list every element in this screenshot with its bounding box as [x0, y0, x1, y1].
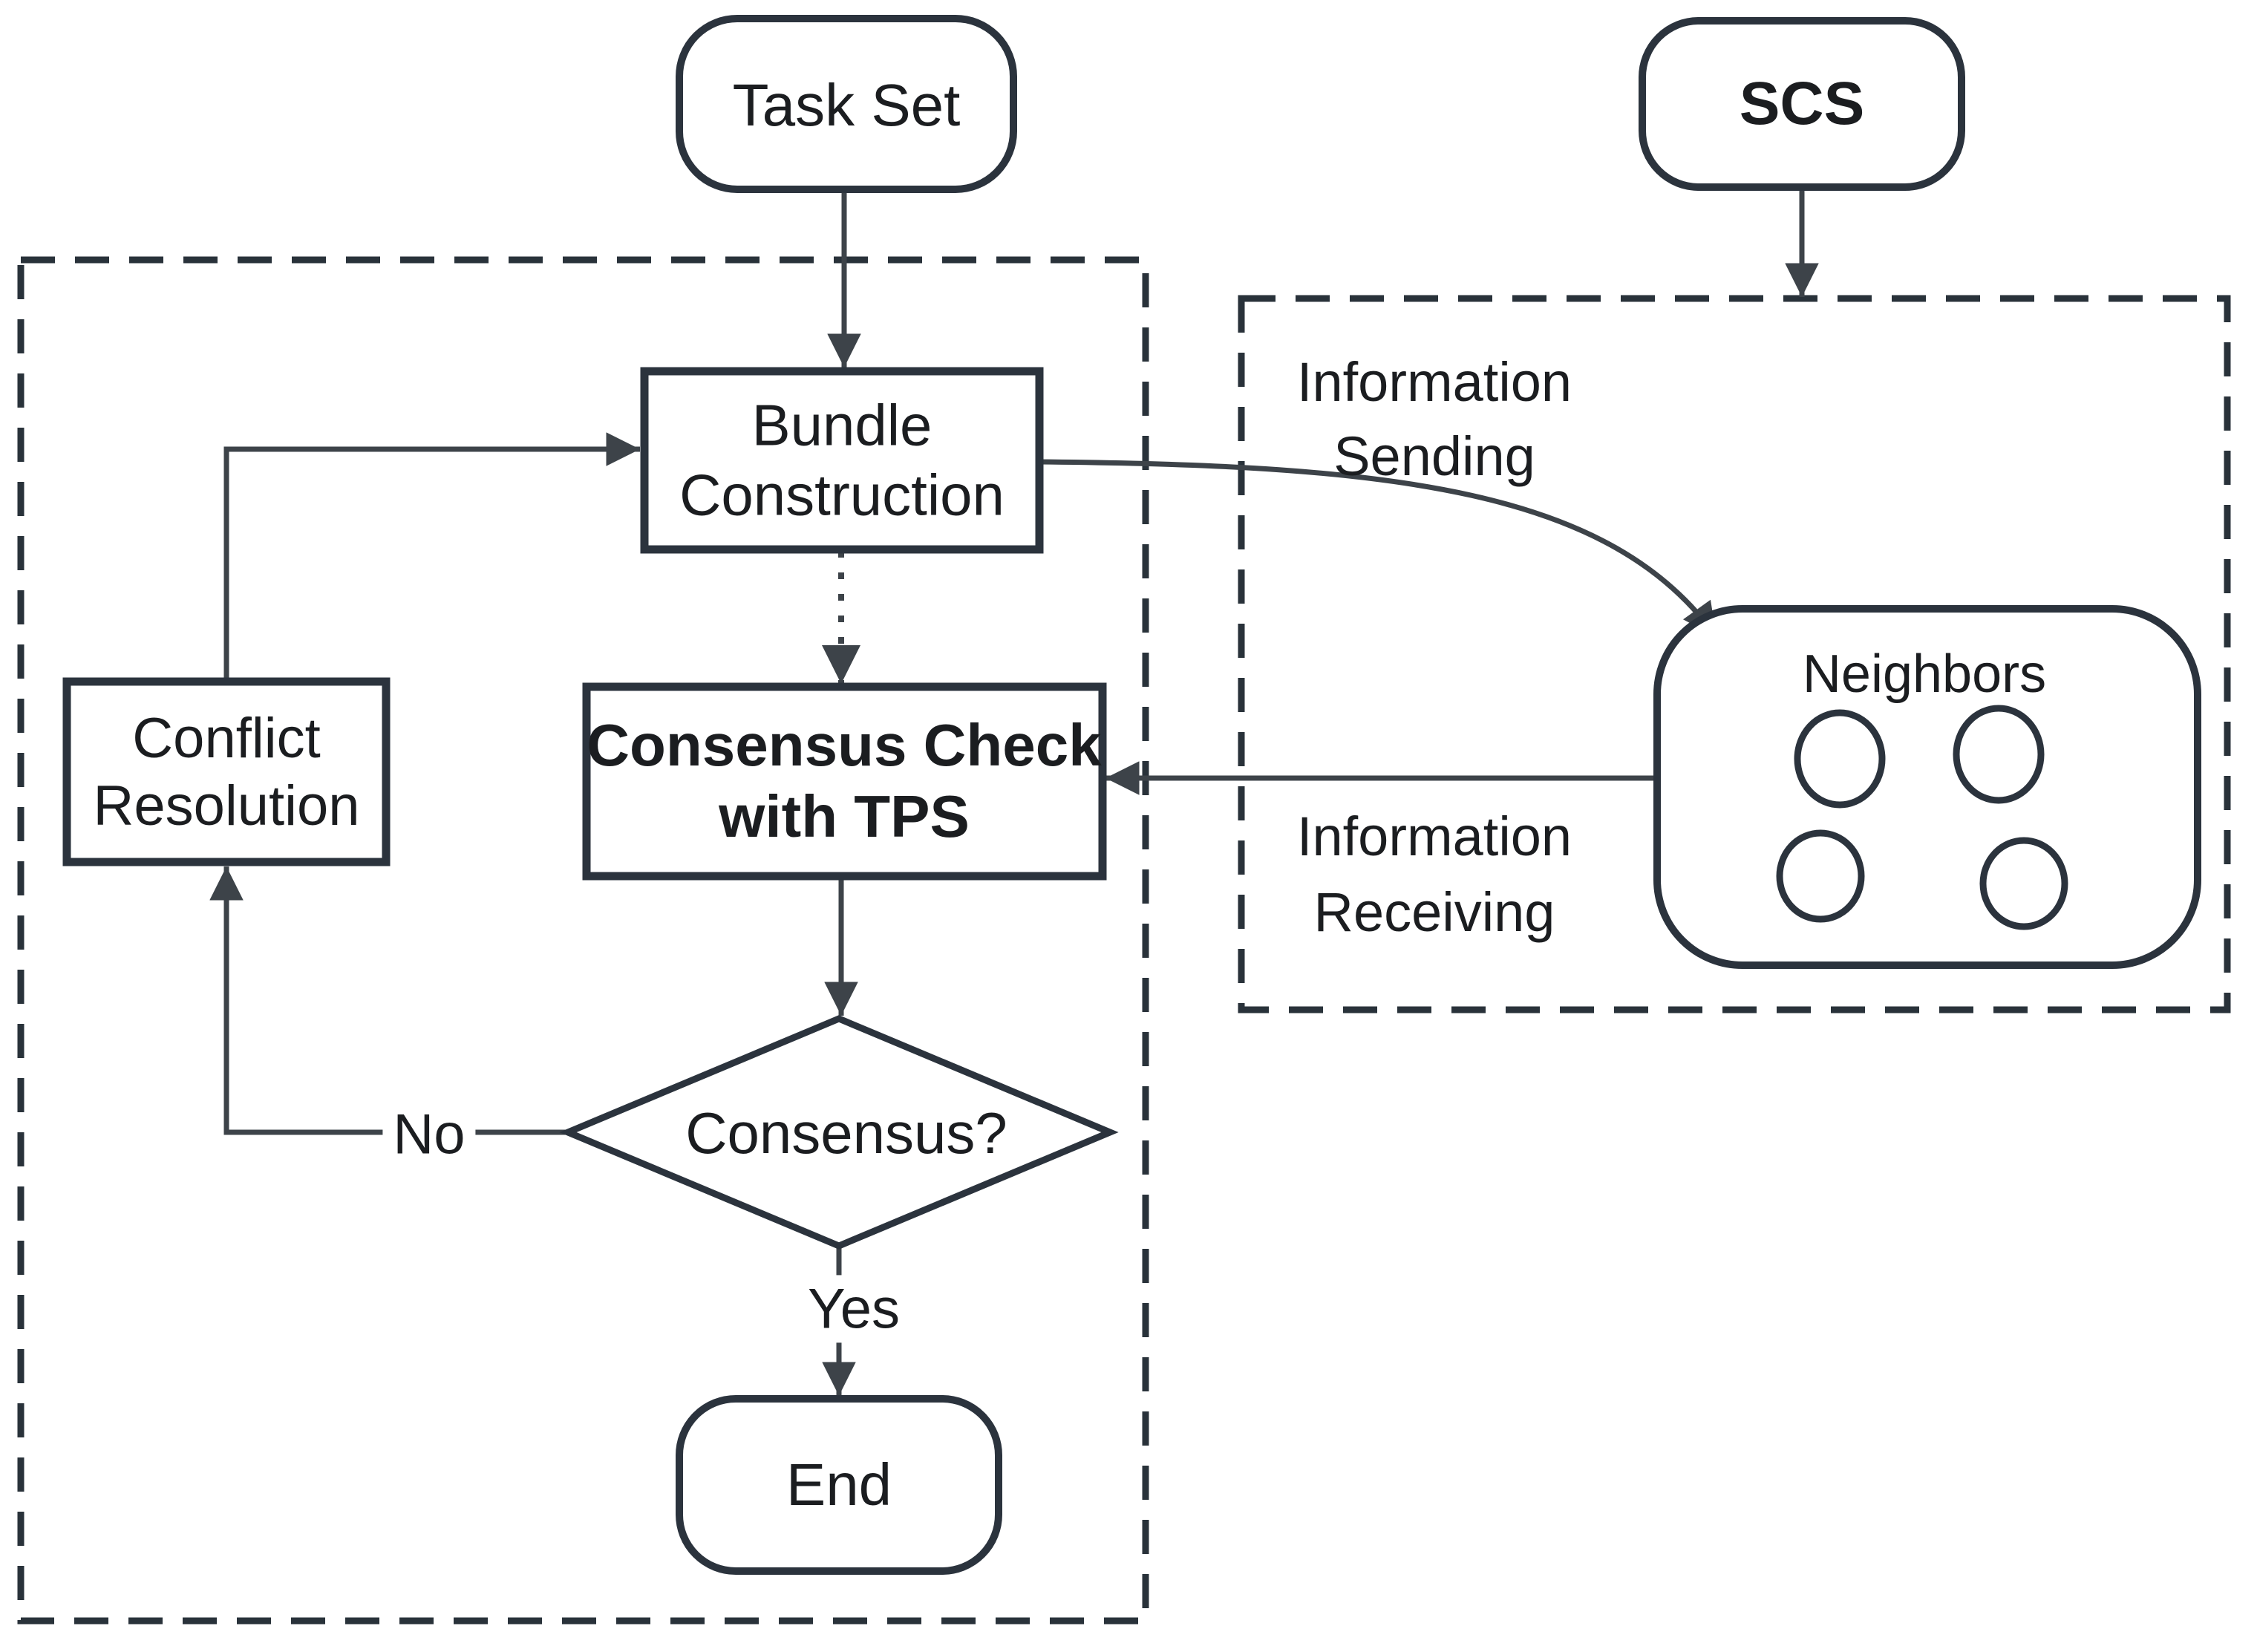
bundle-construction-label: Bundle Construction — [679, 392, 1005, 527]
end-node — [676, 1395, 1002, 1575]
neighbors-label: Neighbors — [1802, 644, 2047, 704]
communication-dashed-box — [1238, 295, 2231, 1013]
end-label: End — [785, 1452, 892, 1518]
edge-information-sending-curve — [1035, 459, 1719, 639]
information-receiving-label: Information Receiving — [1296, 806, 1572, 943]
yes-branch-label: Yes — [797, 1275, 910, 1343]
bundle-construction-node — [640, 367, 1044, 554]
conflict-resolution-node — [62, 677, 391, 866]
consensus-decision-label: Consensus? — [685, 1100, 1007, 1166]
edge-no-consensus-to-conflict-resolution — [209, 866, 568, 1135]
task-set-node — [676, 15, 1017, 193]
consensus-decision-diamond — [559, 1015, 1119, 1250]
edge-conflict-resolution-to-bundle-construction — [223, 432, 640, 682]
consensus-check-label: Consensus Check with TPS — [587, 712, 1102, 849]
information-sending-label: Information Sending — [1296, 351, 1572, 487]
neighbor-agent-circle — [1953, 705, 2045, 804]
neighbor-agent-circle — [1979, 837, 2068, 930]
neighbor-agent-circle — [1794, 709, 1886, 809]
scs-node — [1639, 17, 1965, 191]
neighbor-agent-circle — [1776, 829, 1865, 923]
scs-label: SCS — [1739, 69, 1865, 137]
local-process-dashed-box — [17, 256, 1149, 1625]
no-branch-label: No — [382, 1100, 476, 1169]
conflict-resolution-label: Conflict Resolution — [93, 706, 360, 838]
task-set-label: Task Set — [732, 72, 961, 138]
consensus-check-node — [582, 682, 1107, 881]
